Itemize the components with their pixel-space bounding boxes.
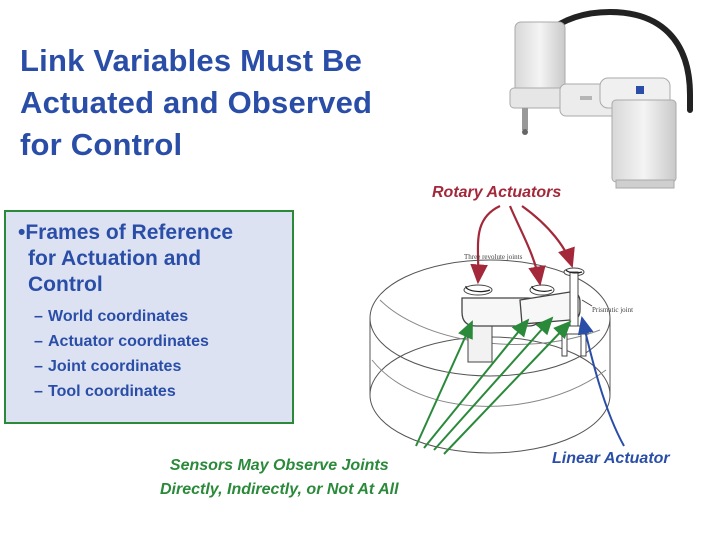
sensor-arrow: [434, 318, 552, 450]
rotary-arrow: [478, 206, 500, 282]
sensors-label-line-1: Sensors May Observe Joints: [160, 454, 399, 478]
sensors-label: Sensors May Observe Joints Directly, Ind…: [160, 454, 399, 502]
three-revolute-joints-label: Three revolute joints: [464, 253, 522, 261]
scara-robot-photo: [510, 12, 690, 188]
prismatic-joint-label: Prismatic joint: [592, 306, 633, 314]
sensor-arrow: [416, 322, 472, 446]
rotary-arrow: [522, 206, 572, 266]
sensors-label-line-2: Directly, Indirectly, or Not At All: [160, 478, 399, 502]
sensor-arrows: [416, 318, 570, 454]
rotary-arrows: [478, 206, 572, 284]
workspace-cylinder-diagram: [370, 260, 610, 453]
rotary-actuators-label: Rotary Actuators: [432, 184, 561, 202]
linear-actuator-label: Linear Actuator: [552, 450, 670, 468]
